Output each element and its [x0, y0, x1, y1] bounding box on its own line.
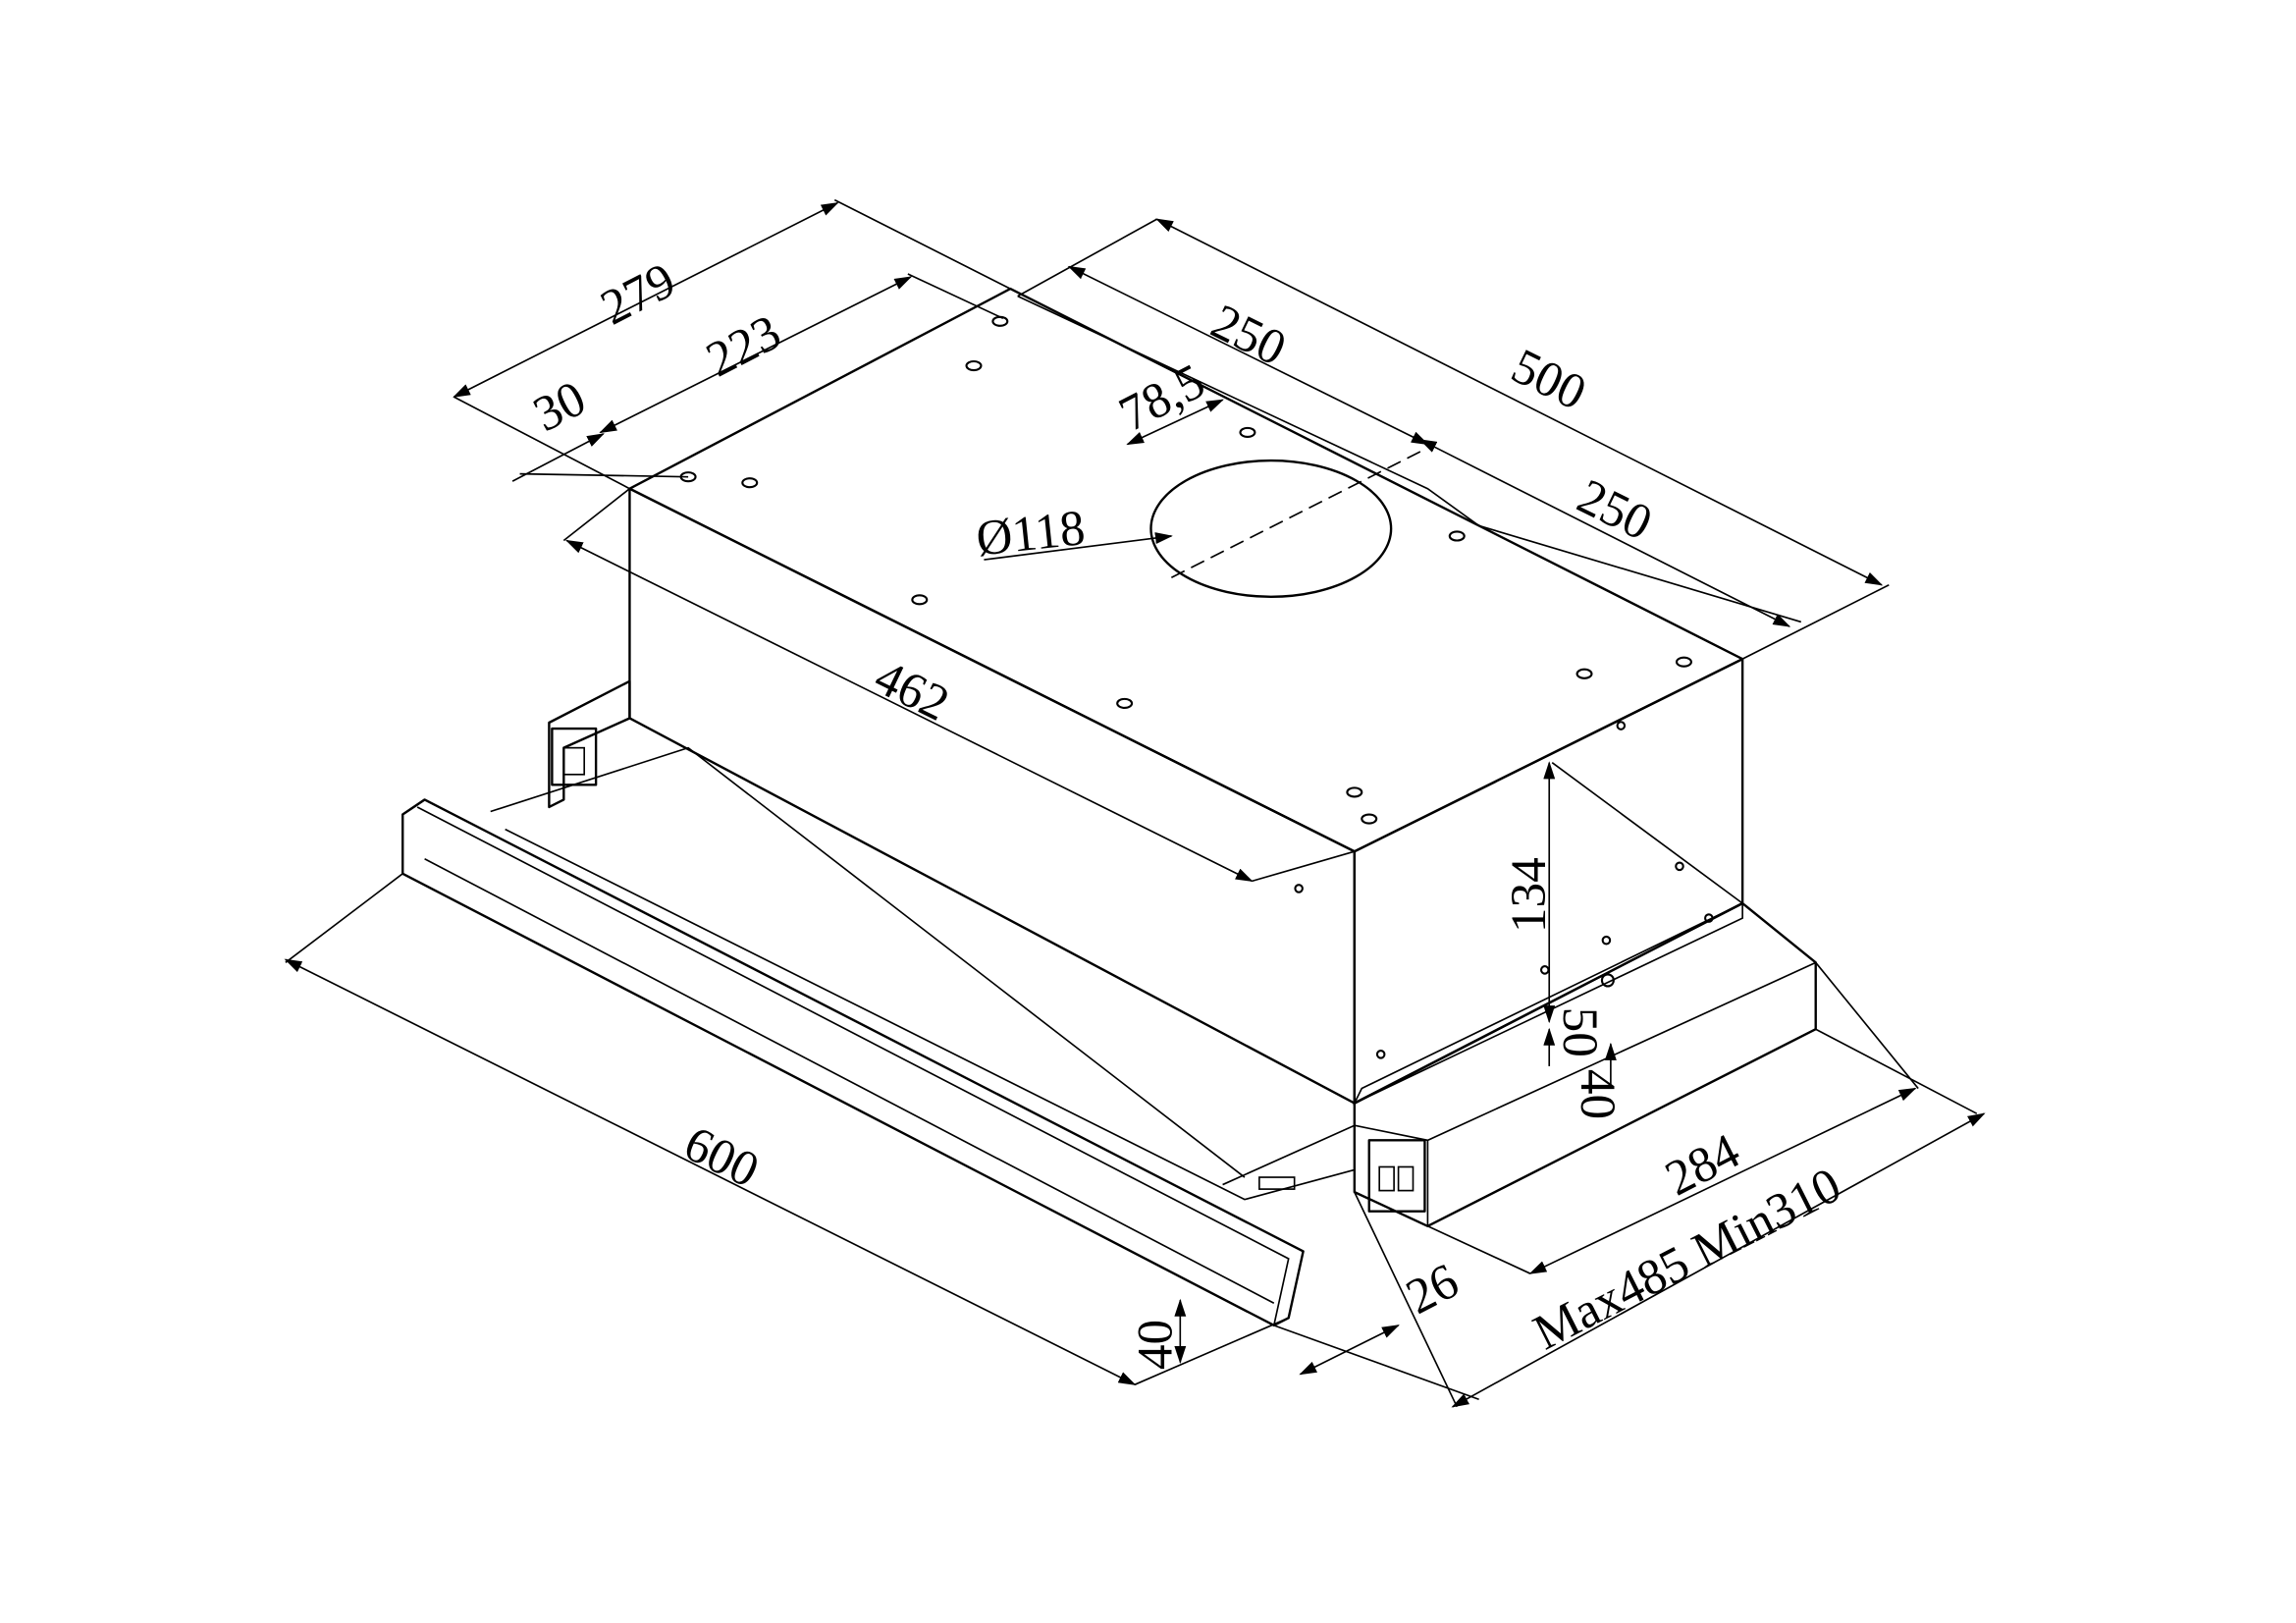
dim-line-600 — [284, 958, 1137, 1385]
extension-lines — [285, 198, 1978, 1408]
label-223: 223 — [698, 304, 789, 388]
dim-line-223 — [599, 276, 913, 434]
dim-line-462 — [564, 539, 1254, 883]
label-40-front: 40 — [1129, 1320, 1184, 1370]
front-rail-slot — [1258, 1176, 1296, 1190]
label-40-right: 40 — [1570, 1069, 1625, 1119]
label-500: 500 — [1503, 339, 1594, 421]
dim-line-250-right — [1418, 439, 1791, 627]
label-134: 134 — [1502, 857, 1557, 933]
drawer-inner-left — [490, 746, 1246, 1178]
right-switch-b — [1397, 1165, 1415, 1192]
drawer-bottom-edge — [505, 828, 1356, 1201]
hood-front-face — [628, 487, 1357, 1105]
dim-line-30 — [511, 433, 605, 482]
label-462: 462 — [866, 650, 957, 732]
mounting-holes — [679, 315, 1714, 1059]
label-279: 279 — [593, 252, 684, 336]
label-50: 50 — [1552, 1007, 1607, 1057]
label-600: 600 — [675, 1116, 767, 1199]
sliding-drawer — [401, 679, 1817, 1327]
dimension-labels: 279 223 30 250 78,5 500 250 Ø118 462 134… — [525, 252, 1849, 1370]
dim-line-500 — [1155, 218, 1884, 586]
left-switch — [562, 746, 586, 776]
label-78-5: 78,5 — [1111, 353, 1213, 443]
hood-top-rear-edge — [1017, 295, 1729, 653]
label-250-top: 250 — [1202, 295, 1294, 377]
label-284: 284 — [1657, 1123, 1748, 1207]
right-switch-box — [1367, 1139, 1426, 1213]
label-30: 30 — [525, 371, 594, 443]
front-handle-bevel — [416, 806, 1290, 1326]
front-handle-bar — [401, 798, 1305, 1327]
dimension-lines — [284, 201, 1986, 1408]
label-118: Ø118 — [974, 501, 1088, 568]
dim-line-maxmin — [1451, 1112, 1986, 1408]
dim-line-26 — [1299, 1325, 1400, 1376]
duct-outlet — [1149, 459, 1393, 599]
label-250-right: 250 — [1569, 469, 1660, 552]
label-26: 26 — [1398, 1254, 1467, 1325]
right-switch-a — [1378, 1165, 1395, 1192]
